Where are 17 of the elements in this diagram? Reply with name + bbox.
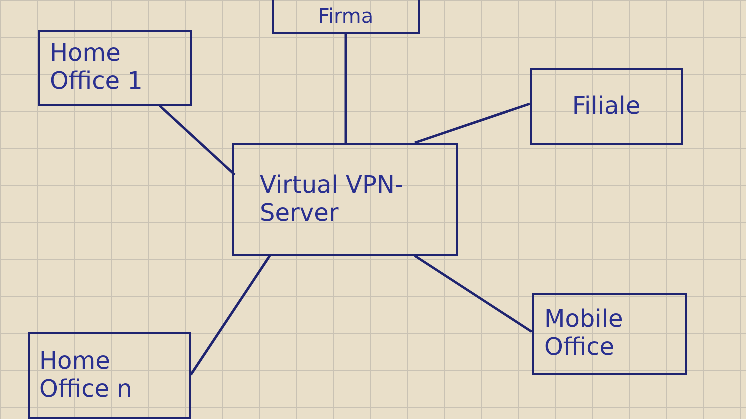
connector-line <box>414 102 530 144</box>
connector-line <box>414 254 533 334</box>
process-box <box>272 0 420 34</box>
node-label: Mobile Office <box>544 306 624 362</box>
process-box <box>28 332 191 419</box>
process-box <box>532 293 687 375</box>
node-label: Firma <box>318 4 374 28</box>
node-label: Virtual VPN-Server <box>260 172 405 228</box>
node-label: Home Office n <box>40 348 134 404</box>
connector-line <box>344 34 348 143</box>
connector-line <box>190 255 272 376</box>
node-label: Home Office 1 <box>50 40 144 96</box>
connector-line <box>159 105 236 176</box>
process-box <box>530 68 683 145</box>
process-box <box>232 143 458 256</box>
node-label: Filiale <box>572 92 641 120</box>
process-box <box>38 30 192 106</box>
